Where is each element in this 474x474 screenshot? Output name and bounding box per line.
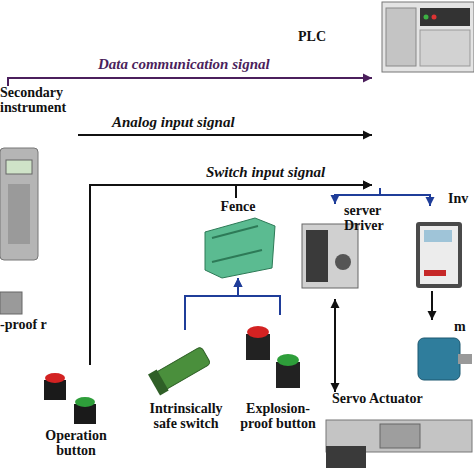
arrow-head bbox=[428, 311, 437, 320]
device-label: Operation button bbox=[28, 429, 124, 458]
instrument-panel bbox=[8, 184, 30, 244]
arrow-head bbox=[331, 299, 340, 308]
arrow-head bbox=[363, 181, 372, 190]
signal-connector bbox=[8, 74, 372, 87]
plc-body bbox=[382, 2, 474, 72]
device-node: Servo Actuator bbox=[324, 392, 474, 472]
inverter-face bbox=[420, 226, 458, 284]
device-node: Explosion-proof button bbox=[234, 315, 322, 442]
signal-connector bbox=[380, 188, 435, 206]
inverter-body bbox=[416, 222, 462, 288]
arrow-head bbox=[331, 383, 340, 392]
inverter-badge bbox=[424, 270, 446, 276]
device-label: server Driver bbox=[344, 204, 394, 233]
actuator-carriage bbox=[380, 424, 420, 448]
explosion-button-art bbox=[246, 326, 300, 388]
connector-line bbox=[380, 188, 430, 206]
arrow-head bbox=[363, 74, 372, 83]
signal-connector bbox=[331, 188, 381, 204]
motor-body bbox=[418, 338, 460, 380]
fence-barrier-art bbox=[205, 218, 275, 278]
arrow-head bbox=[234, 278, 243, 287]
arrow-head bbox=[426, 197, 435, 206]
secondary-instrument-art bbox=[0, 148, 38, 260]
plc-panel bbox=[420, 8, 470, 26]
device-node: m bbox=[412, 320, 474, 390]
device-label: PLC bbox=[298, 30, 358, 45]
device-node: Fence bbox=[195, 198, 281, 278]
signal-connector bbox=[234, 278, 281, 315]
transmitter-art bbox=[0, 292, 22, 314]
signal-connector bbox=[90, 181, 372, 366]
arrow-head bbox=[363, 181, 372, 190]
plc-led bbox=[432, 15, 437, 20]
device-node: Secondary instrument bbox=[0, 86, 78, 264]
signal-label: Analog input signal bbox=[112, 114, 235, 131]
servo-actuator-art bbox=[326, 420, 472, 468]
driver-body bbox=[302, 224, 358, 288]
connector-line bbox=[334, 299, 336, 392]
barrier-terminals bbox=[212, 226, 262, 262]
servo-driver-art bbox=[302, 224, 358, 288]
inverter-display bbox=[424, 230, 452, 242]
arrow-head bbox=[234, 278, 243, 287]
connector-line bbox=[185, 278, 238, 330]
motor-shaft bbox=[458, 354, 472, 364]
device-label: -proof r bbox=[0, 318, 52, 333]
switch-head bbox=[148, 370, 169, 396]
signal-connector bbox=[78, 131, 372, 140]
driver-knob bbox=[335, 254, 351, 270]
button-cap bbox=[45, 373, 65, 383]
connector-line bbox=[335, 188, 380, 204]
plc-led bbox=[424, 15, 429, 20]
driver-panel bbox=[306, 230, 328, 282]
operation-button-art bbox=[44, 373, 96, 424]
device-node: Operation button bbox=[28, 365, 124, 470]
actuator-motor bbox=[326, 446, 366, 468]
barrier-body bbox=[205, 218, 275, 278]
connector-line bbox=[238, 278, 280, 315]
proximity-switch-art bbox=[148, 345, 212, 396]
plc-module bbox=[386, 8, 416, 66]
device-label: Fence bbox=[195, 200, 281, 215]
signal-connector bbox=[185, 278, 243, 330]
signal-label: Switch input signal bbox=[206, 164, 325, 181]
device-label: Inv bbox=[448, 192, 474, 207]
button-cap bbox=[247, 326, 269, 338]
device-node: server Driver bbox=[298, 204, 394, 299]
button-cap bbox=[277, 354, 299, 366]
device-label: Secondary instrument bbox=[0, 86, 78, 115]
signal-connector bbox=[331, 299, 340, 392]
device-label: Intrinsically safe switch bbox=[140, 402, 232, 431]
connector-line bbox=[78, 134, 372, 136]
signal-label: Data communication signal bbox=[98, 56, 270, 73]
connector-line bbox=[8, 78, 372, 86]
device-node: -proof r bbox=[0, 290, 54, 362]
motor-art bbox=[418, 338, 472, 380]
arrow-head bbox=[363, 131, 372, 140]
connector-line bbox=[236, 185, 372, 198]
plc-module bbox=[420, 30, 470, 66]
device-label: Servo Actuator bbox=[332, 392, 472, 407]
connector-line bbox=[90, 185, 372, 365]
device-label: Explosion-proof button bbox=[234, 402, 322, 431]
device-label: m bbox=[454, 320, 474, 335]
device-node: Inv bbox=[412, 206, 474, 291]
signal-connector bbox=[236, 181, 372, 199]
inverter-art bbox=[416, 222, 462, 288]
device-node: PLC bbox=[372, 0, 474, 188]
signal-connector bbox=[428, 291, 437, 320]
button-cap bbox=[75, 397, 95, 407]
connector-line bbox=[431, 291, 433, 320]
instrument-display bbox=[6, 160, 32, 174]
transmitter-body bbox=[0, 292, 22, 314]
instrument-body bbox=[0, 148, 38, 260]
arrow-head bbox=[331, 195, 340, 204]
plc-unit bbox=[382, 2, 474, 72]
device-node: Intrinsically safe switch bbox=[140, 330, 232, 442]
